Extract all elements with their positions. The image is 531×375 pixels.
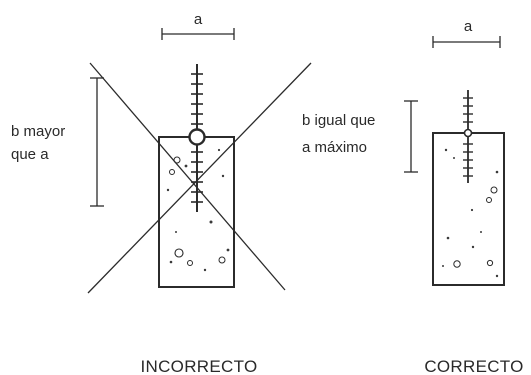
incorrect-dimension-b-label-line1: b mayor [11,123,65,140]
correct-bolt-ring [463,128,473,138]
incorrect-dimension-a [161,28,235,40]
correct-dimension-b-label-line1: b igual que [302,112,375,129]
incorrect-cross-out [87,62,312,294]
incorrect-dimension-b-label-line2: que a [11,146,49,163]
incorrect-dimension-b [90,77,104,207]
incorrect-caption: INCORRECTO [141,357,258,375]
correct-dimension-a-label: a [464,18,473,35]
correct-dimension-b [404,100,418,173]
incorrect-bolt-ring [188,128,206,146]
incorrect-anchor-bolt [188,64,206,212]
incorrect-aggregate [166,148,230,272]
correct-dimension-a [432,36,501,48]
correct-aggregate [442,148,499,278]
incorrect-panel: a b mayor que a [11,11,312,375]
correct-panel: a b igual que a máximo [302,18,523,375]
incorrect-dimension-a-label: a [194,11,203,28]
correct-caption: CORRECTO [424,357,523,375]
correct-dimension-b-label-line2: a máximo [302,139,367,156]
correct-anchor-bolt [463,90,473,183]
